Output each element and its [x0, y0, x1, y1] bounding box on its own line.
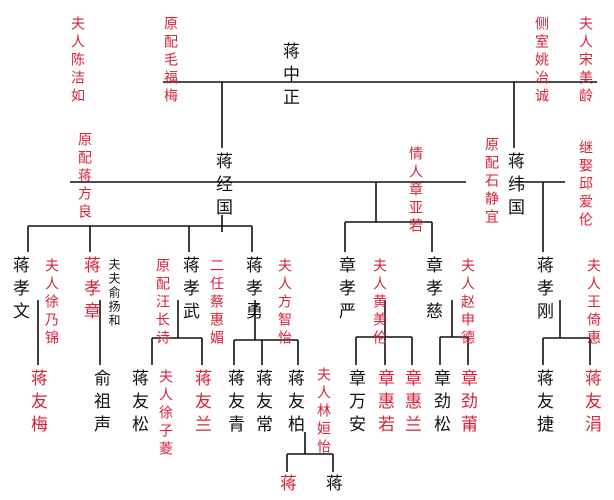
- person-jiang-xiaowen: 蒋孝文: [9, 256, 29, 325]
- person-jiang-xiaoyong: 蒋孝勇: [242, 256, 262, 325]
- person-jiang-youchang: 蒋友常: [252, 369, 272, 438]
- person-jiang-jingguo: 蒋经国: [212, 152, 232, 221]
- spouse-qiu-aiyun: 继娶邱爱伦: [577, 140, 593, 230]
- person-yu-zusheng: 俞祖声: [90, 369, 110, 438]
- spouse-xu-zilin: 夫人徐子菱: [157, 369, 173, 459]
- spouse-song-meiling: 夫人宋美龄: [577, 16, 593, 106]
- person-great-grandchild-2: 蒋: [322, 474, 342, 497]
- person-jiang-youjuan: 蒋友涓: [581, 369, 601, 438]
- person-jiang-zhongzheng: 蒋中正: [279, 42, 299, 111]
- spouse-lin-danyi: 夫人林姮怡: [315, 367, 331, 457]
- person-jiang-yousong: 蒋友松: [128, 369, 148, 438]
- person-zhang-wanan: 章万安: [345, 369, 365, 438]
- spouse-jiang-fangliang: 原配蒋方良: [76, 132, 92, 222]
- spouse-zhang-yaruo: 情人章亚若: [407, 146, 423, 236]
- person-zhang-xiaoyan: 章孝严: [335, 256, 355, 325]
- person-zhang-xiaoci: 章孝慈: [422, 256, 442, 325]
- person-jiang-xiaozhang: 蒋孝章: [80, 256, 100, 325]
- line-gen4: [37, 300, 591, 365]
- person-jiang-xiaogang: 蒋孝刚: [533, 256, 553, 325]
- person-zhang-huilan: 章惠兰: [401, 369, 421, 438]
- spouse-yao-yecheng: 侧室姚冶诚: [533, 16, 549, 106]
- spouse-wang-changshi: 原配汪长诗: [154, 258, 170, 348]
- spouse-cai-huimei: 二任蔡惠媚: [208, 258, 224, 348]
- spouse-shi-jingyi: 原配石静宜: [483, 137, 499, 227]
- person-jiang-youjie: 蒋友捷: [533, 369, 553, 438]
- line-weiguo-child: [514, 181, 565, 252]
- spouse-huang-meilun: 夫人黄美伦: [371, 258, 387, 348]
- person-zhang-jinsong: 章劲松: [430, 369, 450, 438]
- person-jiang-youqing: 蒋友青: [224, 369, 244, 438]
- person-jiang-weiguo: 蒋纬国: [504, 152, 524, 221]
- person-great-grandchild-1: 蒋: [276, 474, 296, 497]
- person-jiang-xiaowu: 蒋孝武: [179, 256, 199, 325]
- person-jiang-youbai: 蒋友柏: [284, 369, 304, 438]
- person-jiang-youmei: 蒋友梅: [27, 369, 47, 438]
- spouse-wang-qihui: 夫人王倚惠: [585, 258, 601, 348]
- line-gen1: [163, 81, 597, 148]
- person-zhang-jinpu: 章劲莆: [457, 369, 477, 438]
- line-gen5: [286, 432, 334, 472]
- spouse-zhao-shende: 夫人赵申德: [459, 258, 475, 348]
- spouse-mao-fumei: 原配毛福梅: [162, 16, 178, 106]
- person-zhang-huiruo: 章惠若: [374, 369, 394, 438]
- spouse-fu-yangheng: 夫夫俞扬和: [107, 258, 121, 328]
- spouse-chen-jieru: 夫人陈洁如: [69, 16, 85, 106]
- person-jiang-youlan: 蒋友兰: [191, 369, 211, 438]
- spouse-fang-zhiyi: 夫人方智怡: [276, 258, 292, 348]
- line-jingguo-children: [27, 181, 466, 252]
- spouse-xu-naijin: 夫人徐乃锦: [43, 258, 59, 348]
